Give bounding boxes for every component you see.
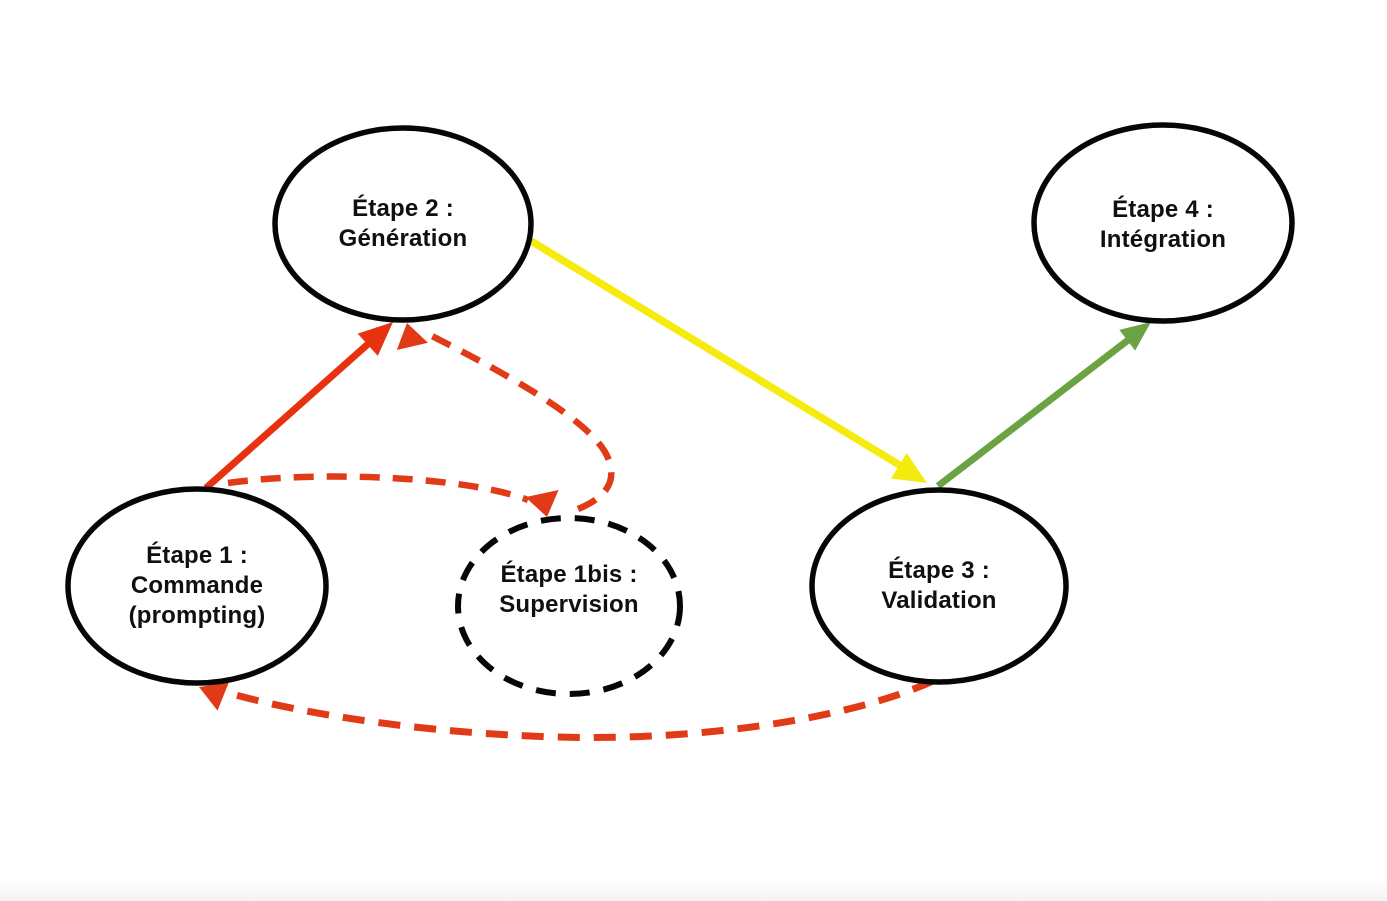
arrowhead-validation-to-integration bbox=[1119, 322, 1151, 351]
arrowhead-commande-to-supervision bbox=[525, 490, 559, 517]
edge-validation-to-integration bbox=[935, 331, 1139, 489]
arrowhead-supervision-loop-to-generation bbox=[396, 323, 428, 350]
edge-validation-to-commande bbox=[231, 677, 935, 742]
edge-generation-to-validation bbox=[529, 237, 908, 473]
edge-commande-to-generation bbox=[203, 333, 380, 491]
edge-supervision-loop-to-generation bbox=[422, 329, 615, 513]
node-etape-1bis-supervision bbox=[455, 515, 683, 697]
arrowhead-validation-to-commande bbox=[199, 682, 229, 711]
arrowhead-commande-to-generation bbox=[357, 322, 393, 356]
node-etape-1-commande bbox=[65, 486, 329, 686]
node-etape-2-generation bbox=[272, 125, 534, 323]
edge-commande-to-supervision bbox=[227, 473, 530, 504]
node-etape-4-integration bbox=[1031, 122, 1295, 324]
arrowhead-generation-to-validation bbox=[891, 453, 927, 483]
node-etape-3-validation bbox=[809, 487, 1069, 685]
window-bottom-fade bbox=[0, 877, 1387, 901]
